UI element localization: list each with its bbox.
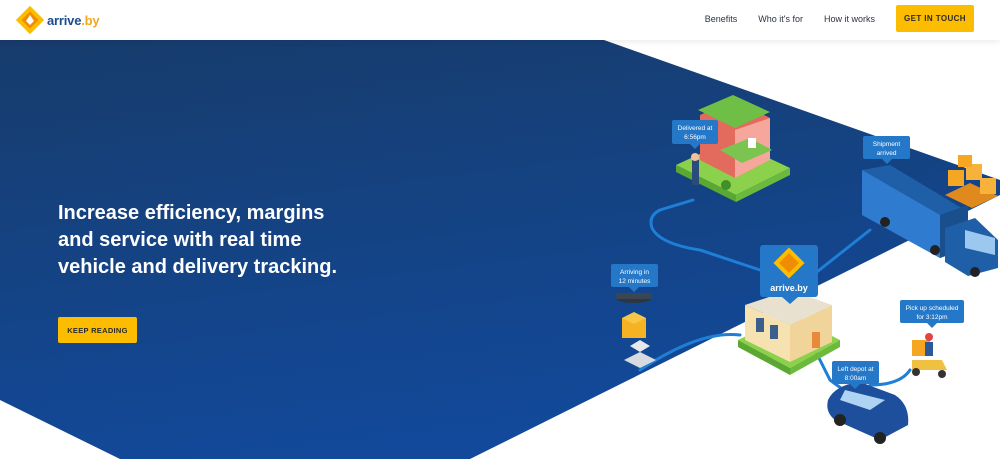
bubble-text-line1: Left depot at [837,366,873,373]
scooter-icon [912,333,947,378]
nav-who-its-for[interactable]: Who it's for [758,13,803,24]
bubble-text-line2: for 3:12pm [916,314,947,321]
bubble-text-line1: Pick up scheduled [906,305,959,312]
depot-building-icon [738,290,840,375]
nav-how-it-works[interactable]: How it works [823,13,875,24]
bubble-text-line1: Arriving in [620,269,649,276]
hero-text-block: Increase efficiency, margins and service… [58,200,338,281]
house-icon [676,95,790,202]
bubble-text-line2: arrived [877,150,897,157]
drone-icon [616,293,656,368]
site-header: arrive.by Benefits Who it's for How it w… [0,0,1000,40]
logo-icon [16,6,44,34]
get-in-touch-button[interactable]: GET IN TOUCH [896,5,974,32]
hub-badge: arrive.by [760,245,818,304]
bubble-text-line1: Shipment [873,141,901,148]
status-bubble-delivered: Delivered at 6:56pm [672,120,718,149]
bubble-text-line1: Delivered at [678,125,713,132]
hub-label: arrive.by [770,283,808,293]
status-bubble-shipment: Shipment arrived [863,136,910,164]
bubble-text-line2: 12 minutes [619,278,652,285]
bubble-text-line2: 8:00am [845,375,867,382]
logo-text: arrive.by [47,12,100,28]
status-bubble-pickup: Pick up scheduled for 3:12pm [900,300,964,328]
bubble-text-line2: 6:56pm [684,134,706,141]
nav-benefits[interactable]: Benefits [704,13,738,24]
logo[interactable]: arrive.by [16,6,100,34]
hero-headline: Increase efficiency, margins and service… [58,202,338,278]
car-icon [827,382,909,444]
keep-reading-button[interactable]: KEEP READING [58,317,137,343]
main-nav: Benefits Who it's for How it works GET I… [705,5,974,32]
status-bubble-arriving: Arriving in 12 minutes [611,264,658,292]
truck-icon [862,155,998,277]
status-bubble-left-depot: Left depot at 8:00am [832,361,879,389]
